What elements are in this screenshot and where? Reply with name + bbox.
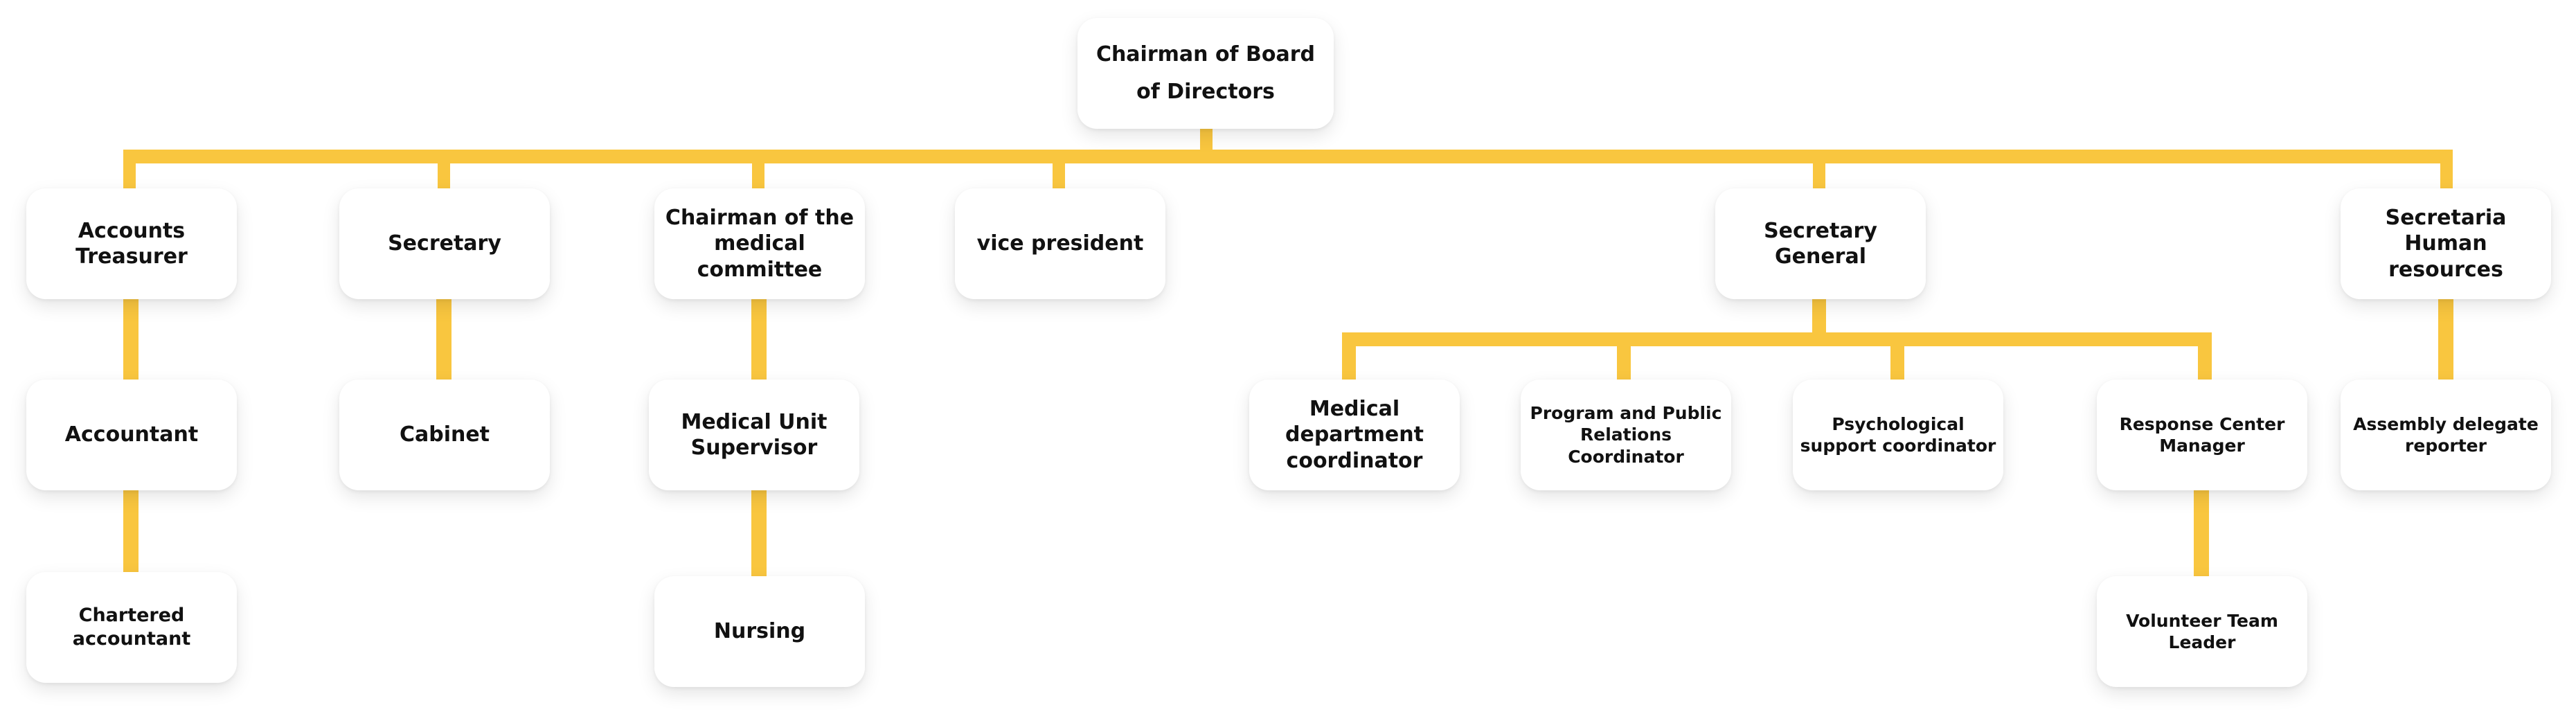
node-label: Accounts Treasurer — [75, 218, 188, 269]
node-label: Secretary General — [1764, 218, 1877, 269]
node-label: Accountant — [64, 422, 199, 447]
connector-drop-medical-dept — [1342, 332, 1356, 382]
connector-drop-vice-president — [1053, 150, 1065, 188]
node-label: Assembly delegate reporter — [2353, 413, 2539, 456]
node-label: Chairman of the medical committee — [665, 205, 855, 282]
connector-treasurer-to-accountant — [123, 299, 138, 382]
node-vice-president: vice president — [955, 188, 1165, 299]
node-nursing: Nursing — [654, 576, 865, 687]
node-chairman-board: Chairman of Board of Directors — [1077, 18, 1334, 129]
connector-drop-program-pr — [1617, 332, 1631, 382]
connector-supervisor-to-nursing — [751, 490, 767, 576]
node-label: Secretary — [388, 231, 501, 256]
node-label: Nursing — [713, 619, 806, 644]
connector-drop-secretary — [438, 150, 450, 188]
connector-drop-secretaria-hr — [2440, 150, 2453, 188]
connector-drop-chairman-medical — [752, 150, 764, 188]
connector-secretary-to-cabinet — [436, 299, 451, 382]
connector-hr-to-assembly — [2438, 299, 2453, 382]
node-program-pr-coordinator: Program and Public Relations Coordinator — [1521, 380, 1731, 490]
node-label: Cabinet — [399, 422, 490, 447]
node-volunteer-team-leader: Volunteer Team Leader — [2097, 576, 2307, 687]
connector-chairman-to-supervisor — [751, 299, 767, 382]
node-label: Volunteer Team Leader — [2126, 610, 2278, 652]
connector-drop-response-center — [2198, 332, 2212, 382]
node-accountant: Accountant — [26, 380, 237, 490]
node-label: Secretaria Human resources — [2385, 205, 2507, 282]
node-assembly-delegate-reporter: Assembly delegate reporter — [2341, 380, 2551, 490]
connector-secgen-stem — [1812, 299, 1826, 332]
node-label: Program and Public Relations Coordinator — [1530, 403, 1722, 467]
connector-response-to-volunteer — [2194, 490, 2209, 576]
connector-secgen-bus — [1342, 332, 2212, 346]
node-label: Medical Unit Supervisor — [681, 409, 828, 461]
node-secretaria-hr: Secretaria Human resources — [2341, 188, 2551, 299]
connector-accountant-to-chartered — [123, 490, 138, 573]
node-label: Chartered accountant — [72, 605, 191, 650]
connector-main-bus — [123, 150, 2453, 163]
node-response-center-manager: Response Center Manager — [2097, 380, 2307, 490]
node-medical-department-coordinator: Medical department coordinator — [1249, 380, 1460, 490]
node-psychological-support-coordinator: Psychological support coordinator — [1793, 380, 2003, 490]
node-chairman-medical-committee: Chairman of the medical committee — [654, 188, 865, 299]
node-secretary: Secretary — [339, 188, 550, 299]
node-label: Medical department coordinator — [1285, 396, 1424, 473]
node-accounts-treasurer: Accounts Treasurer — [26, 188, 237, 299]
connector-drop-secretary-general — [1813, 150, 1825, 188]
connector-drop-psych-support — [1890, 332, 1904, 382]
connector-drop-accounts-treasurer — [123, 150, 136, 188]
node-label: vice president — [976, 231, 1144, 256]
node-label: Psychological support coordinator — [1800, 413, 1996, 456]
node-cabinet: Cabinet — [339, 380, 550, 490]
node-label: Chairman of Board of Directors — [1095, 42, 1316, 104]
node-chartered-accountant: Chartered accountant — [26, 572, 237, 683]
node-medical-unit-supervisor: Medical Unit Supervisor — [649, 380, 859, 490]
node-secretary-general: Secretary General — [1715, 188, 1926, 299]
node-label: Response Center Manager — [2119, 413, 2285, 456]
